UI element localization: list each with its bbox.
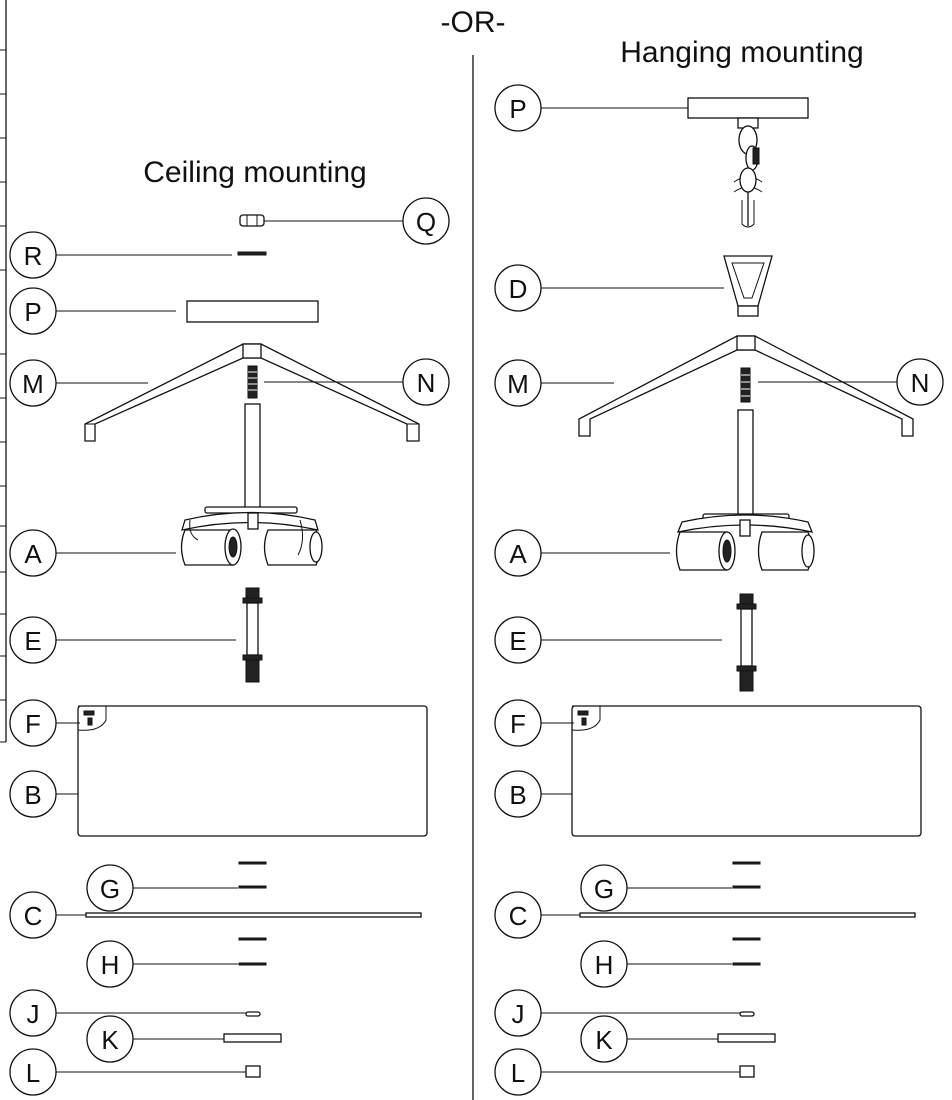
label-n-right: N [911,368,930,398]
part-r-washer: R [9,231,267,279]
label-a-left: A [24,539,42,569]
label-e-left: E [24,626,41,656]
part-d-cover: D [494,255,773,317]
ceiling-mounting-title: Ceiling mounting [143,156,366,189]
part-a-lamp-body: A [9,403,323,577]
label-b-right: B [509,780,526,810]
label-q: Q [416,207,436,237]
label-k-right: K [595,1025,613,1055]
part-p-canopy-chain: P [494,84,809,228]
label-h-right: H [595,950,614,980]
part-c-disc: C [9,891,422,939]
left-panel: Ceiling mounting Q R P [9,156,450,1096]
part-m-frame: M [9,343,420,442]
part-q-nut: Q [239,197,450,245]
part-p-canopy: P [9,287,319,335]
part-e-bolt-right: E [494,593,757,692]
right-panel: Hanging mounting P D [494,36,944,1096]
label-h-left: H [101,950,120,980]
part-k-bar-right: K [580,1015,776,1063]
part-m-frame-right: M [494,335,914,437]
label-n-left: N [417,368,436,398]
label-r: R [24,241,43,271]
label-p-right: P [509,94,526,124]
part-h-washers: H [86,937,267,988]
part-k-bar: K [86,1015,282,1063]
label-d-right: D [509,274,528,304]
label-b-left: B [24,780,41,810]
part-a-lamp-body-right: A [494,409,815,577]
part-n-threaded-rod: N [247,358,450,406]
left-edge-ruler [0,0,7,743]
hanging-mounting-title: Hanging mounting [620,36,864,69]
label-f-right: F [510,709,526,739]
label-c-right: C [509,901,528,931]
label-j-left: J [27,999,40,1029]
label-m-left: M [22,369,44,399]
label-k-left: K [101,1025,119,1055]
part-l-cube-right: L [494,1048,755,1096]
label-l-left: L [26,1058,40,1088]
label-a-right: A [509,539,527,569]
label-f-left: F [25,709,41,739]
part-j-screw: J [9,989,261,1037]
or-label: -OR- [441,6,506,39]
label-p-left: P [24,297,41,327]
part-h-washers-right: H [580,937,761,988]
label-e-right: E [509,626,526,656]
part-l-cube: L [9,1048,261,1096]
part-g-washers-right: G [580,861,761,912]
part-n-threaded-rod-right: N [740,358,944,406]
part-c-disc-right: C [494,891,916,939]
label-l-right: L [511,1058,525,1088]
part-g-washers: G [86,861,267,912]
part-j-screw-right: J [494,989,755,1037]
part-b-shade: F B [9,699,428,837]
label-g-right: G [594,874,614,904]
label-c-left: C [24,901,43,931]
part-b-shade-right: F B [494,699,922,837]
label-m-right: M [507,369,529,399]
label-j-right: J [512,999,525,1029]
label-g-left: G [100,874,120,904]
part-e-bolt: E [9,587,263,683]
